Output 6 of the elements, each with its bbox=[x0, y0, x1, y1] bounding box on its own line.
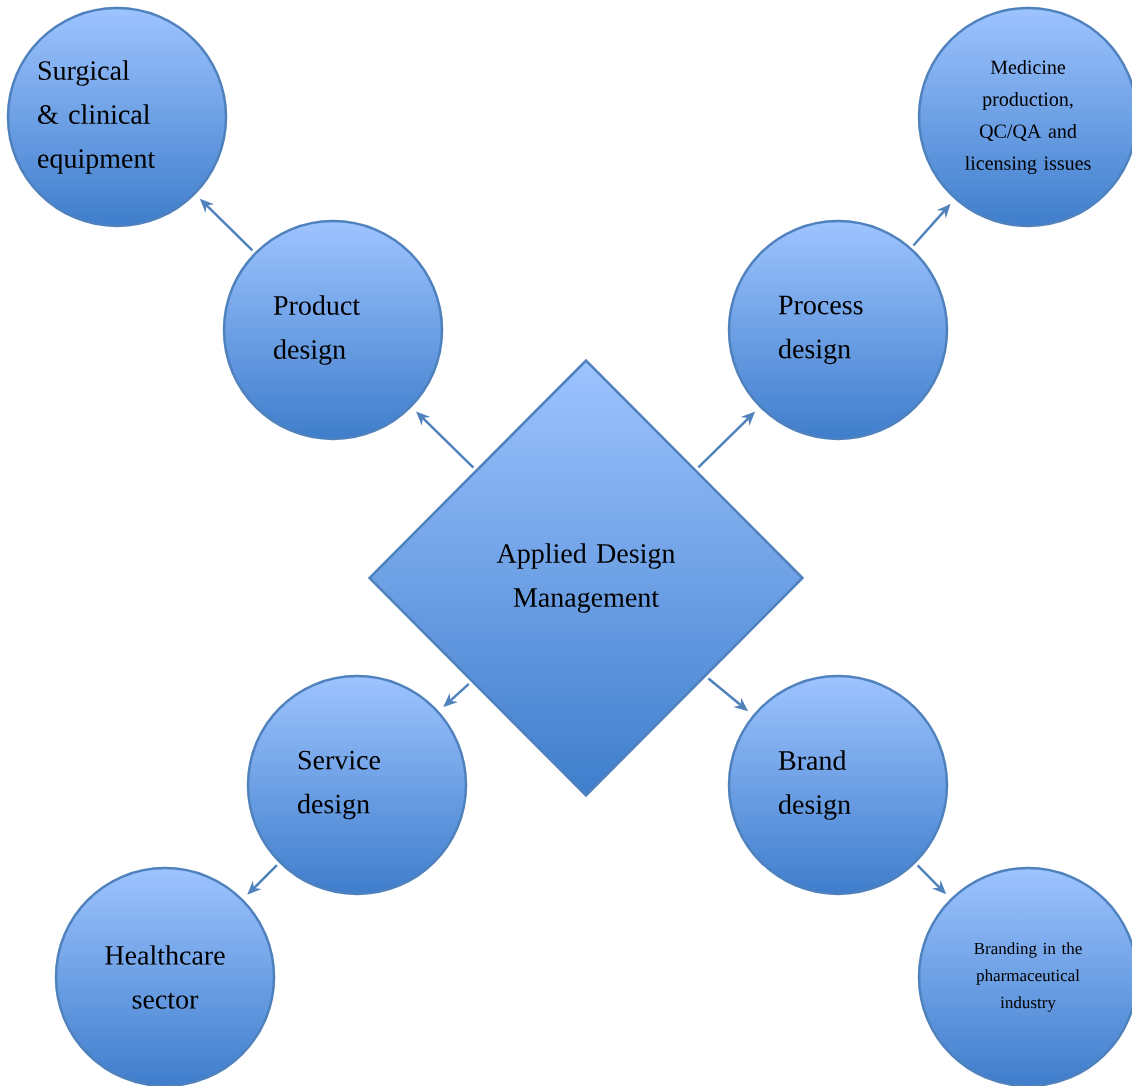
circle-node: Healthcare sector bbox=[54, 866, 276, 1086]
circle-node: Surgical & clinical equipment bbox=[6, 6, 228, 228]
circle-node: Brand design bbox=[727, 674, 949, 896]
circle-node: Service design bbox=[246, 674, 468, 896]
circle-node: Product design bbox=[222, 219, 444, 441]
circle-node: Process design bbox=[727, 219, 949, 441]
